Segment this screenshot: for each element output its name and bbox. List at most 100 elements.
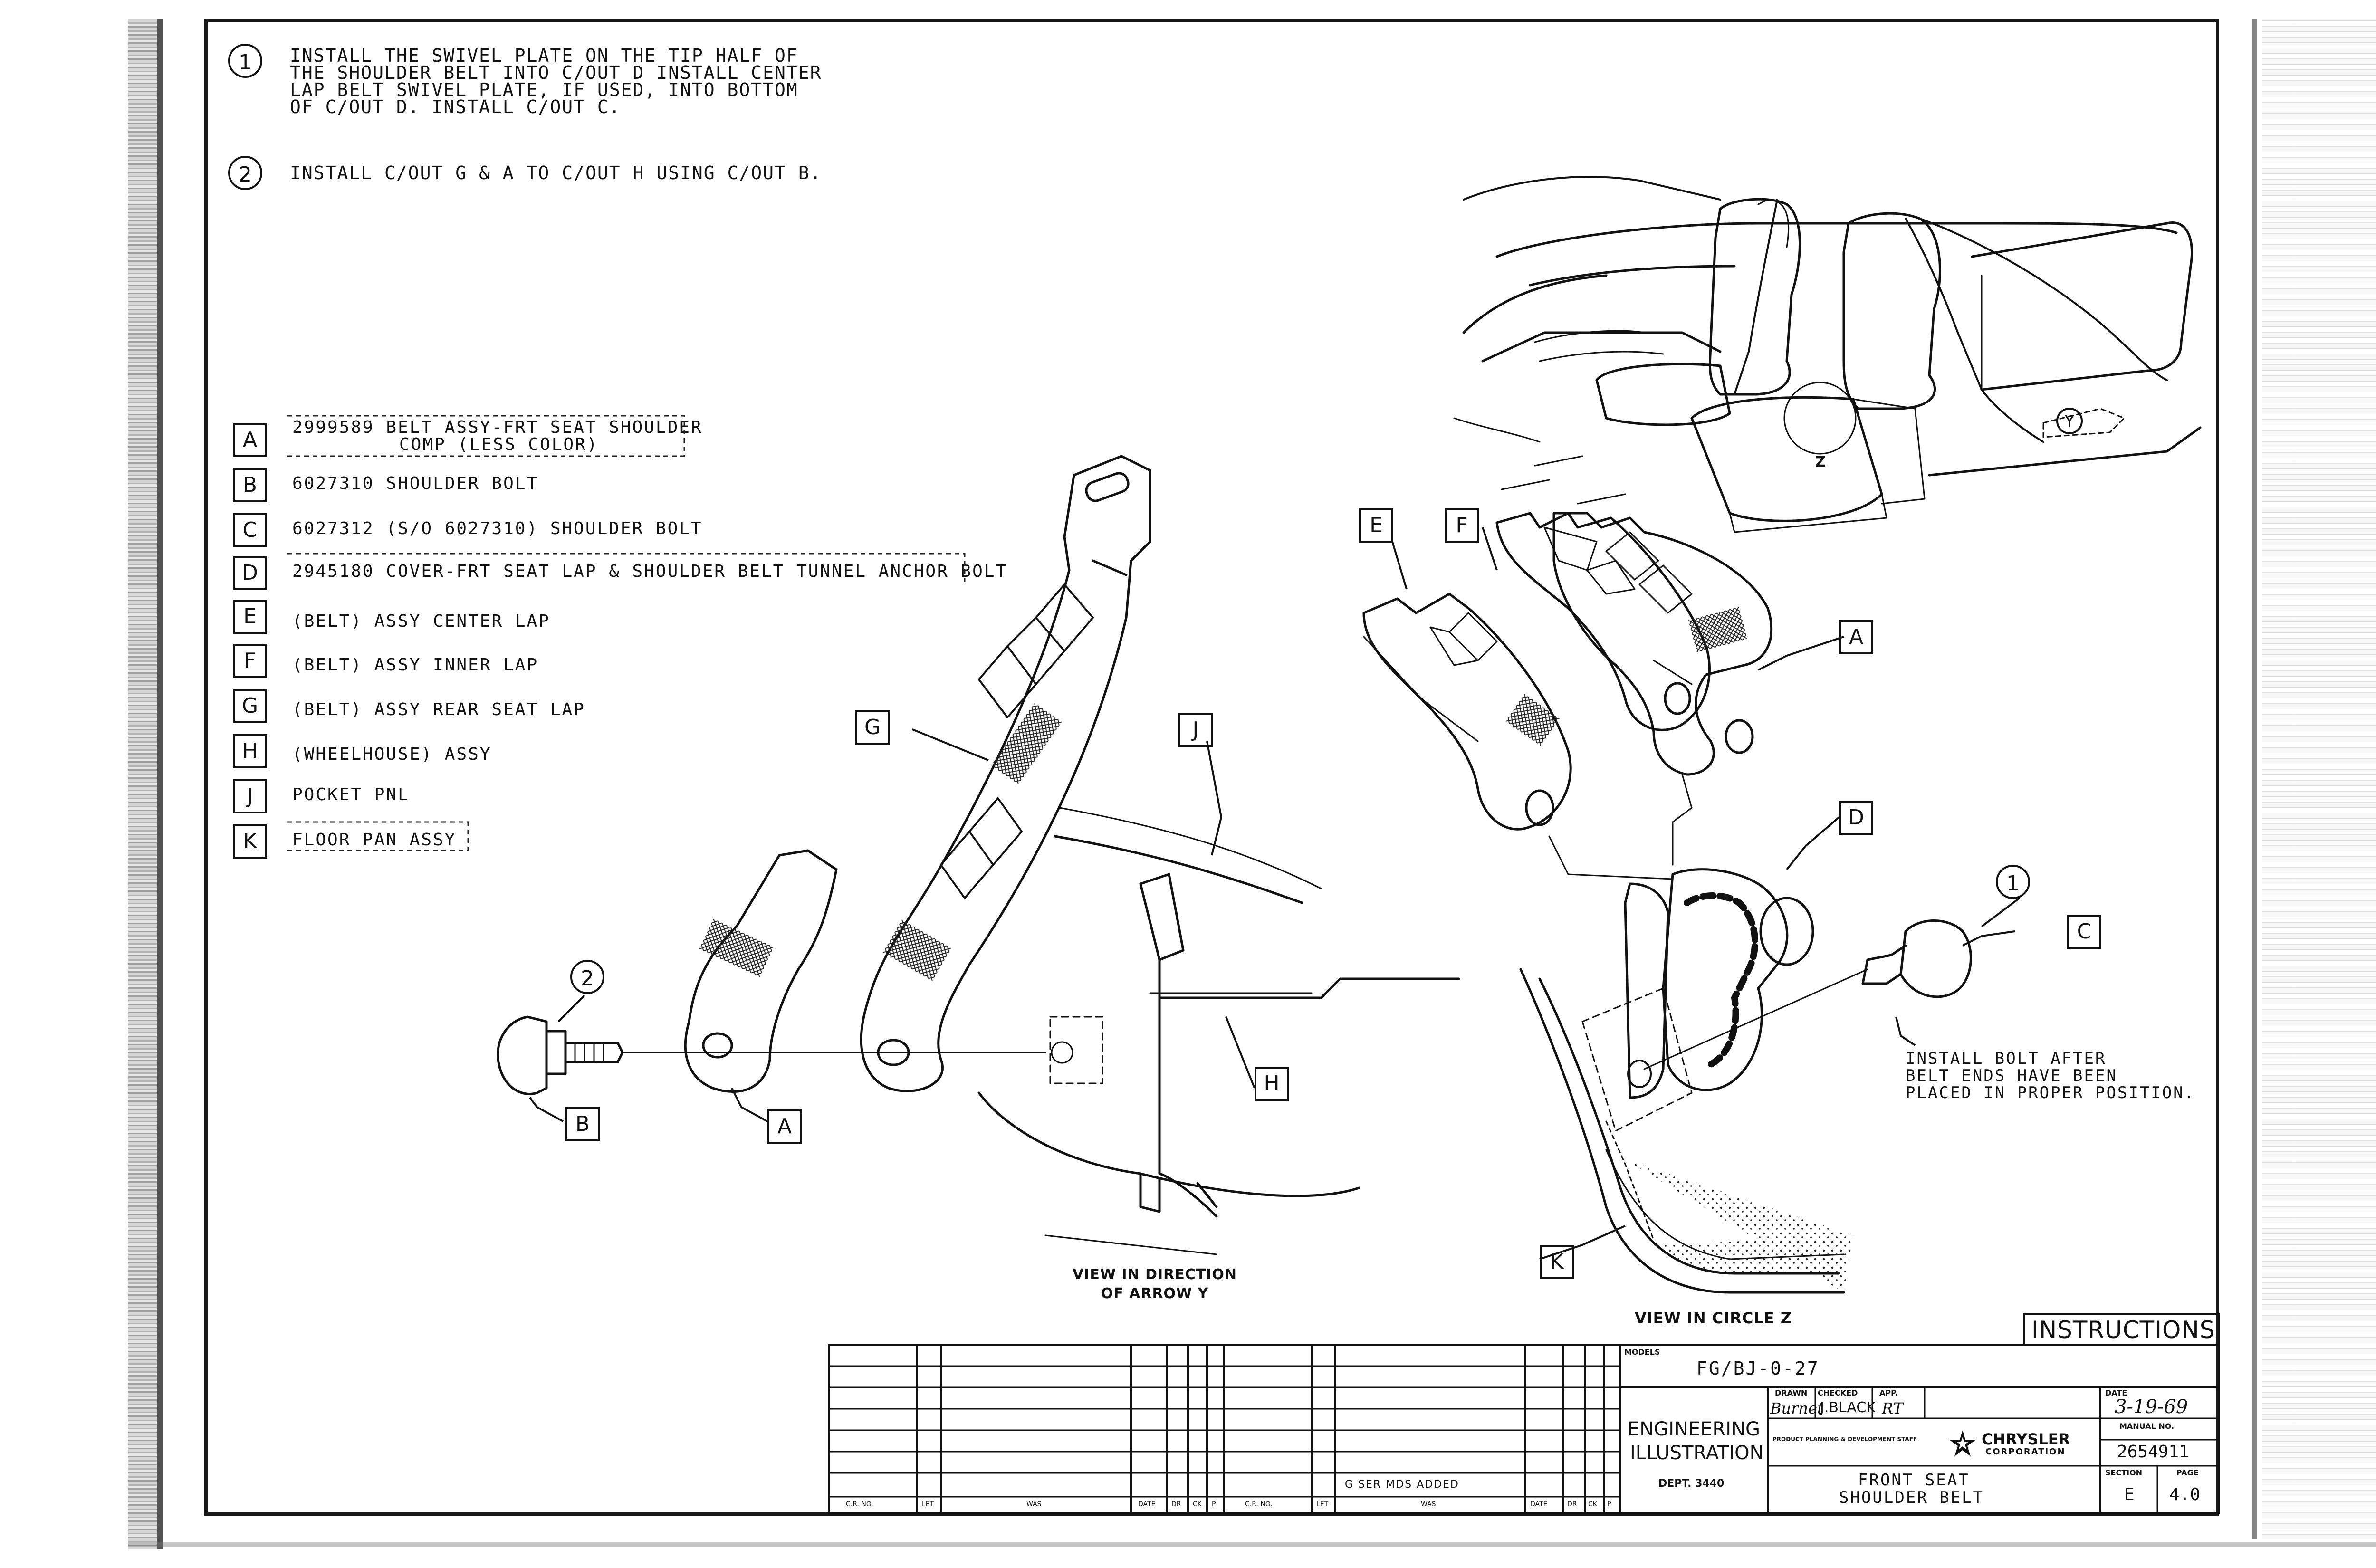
- callout-f: F: [1445, 508, 1479, 543]
- part-letter-f: F: [233, 644, 267, 678]
- checked-label: CHECKED: [1818, 1388, 1858, 1397]
- rev-header: DATE: [1530, 1501, 1548, 1508]
- app-label: APP.: [1879, 1388, 1898, 1397]
- part-e-text: (BELT) ASSY CENTER LAP: [292, 612, 550, 631]
- note-2-circle: 2: [228, 156, 262, 190]
- models-value: FG/BJ-0-27: [1696, 1358, 1820, 1379]
- part-letter-a: A: [233, 423, 267, 457]
- callout-d: D: [1839, 801, 1873, 835]
- rev-header: DR: [1171, 1501, 1181, 1508]
- note-1-line-3: LAP BELT SWIVEL PLATE, IF USED, INTO BOT…: [290, 79, 798, 100]
- scan-edge-left: [128, 19, 157, 1549]
- rev-header: P: [1212, 1501, 1216, 1508]
- note-2-line-1: INSTALL C/OUT G & A TO C/OUT H USING C/O…: [290, 163, 822, 183]
- engineering-label: ENGINEERING: [1628, 1418, 1760, 1440]
- part-letter-b: B: [233, 468, 267, 502]
- part-b-text: 6027310 SHOULDER BOLT: [292, 474, 539, 493]
- manual-value: 2654911: [2117, 1442, 2189, 1462]
- callout-b: B: [565, 1107, 600, 1141]
- rev-header: WAS: [1421, 1501, 1436, 1508]
- part-letter-k: K: [233, 824, 267, 859]
- part-c-text: 6027312 (S/O 6027310) SHOULDER BOLT: [292, 519, 703, 538]
- callout-k: K: [1540, 1245, 1574, 1279]
- install-note-2: BELT ENDS HAVE BEEN: [1906, 1066, 2117, 1085]
- callout-j: J: [1178, 713, 1213, 747]
- scan-edge-bottom: [128, 1542, 2376, 1547]
- section-value: E: [2124, 1485, 2135, 1504]
- note-1-line-1: INSTALL THE SWIVEL PLATE ON THE TIP HALF…: [290, 45, 798, 66]
- title-line-1: FRONT SEAT: [1858, 1471, 1970, 1490]
- part-h-text: (WHEELHOUSE) ASSY: [292, 745, 492, 764]
- view-z-caption: VIEW IN CIRCLE Z: [1635, 1309, 1792, 1327]
- scan-edge-right: [2262, 19, 2376, 1539]
- staff-label: PRODUCT PLANNING & DEVELOPMENT STAFF: [1772, 1436, 1917, 1443]
- rev-header: C.R. NO.: [1245, 1501, 1273, 1508]
- rev-header: C.R. NO.: [846, 1501, 873, 1508]
- rev-header: CK: [1588, 1501, 1597, 1508]
- revision-note: G SER MDS ADDED: [1345, 1479, 1459, 1491]
- chrysler-sub: CORPORATION: [1985, 1447, 2066, 1457]
- section-label: SECTION: [2105, 1468, 2143, 1477]
- part-letter-e: E: [233, 600, 267, 634]
- rev-header: DATE: [1138, 1501, 1156, 1508]
- callout-c: C: [2067, 915, 2101, 949]
- view-y-caption-1: VIEW IN DIRECTION: [1072, 1266, 1237, 1283]
- note-1-line-2: THE SHOULDER BELT INTO C/OUT D INSTALL C…: [290, 62, 822, 83]
- date-label: DATE: [2105, 1388, 2127, 1397]
- chrysler-star-icon: [1948, 1429, 1977, 1460]
- part-a-text-2: COMP (LESS COLOR): [399, 435, 599, 454]
- part-k-text: FLOOR PAN ASSY: [292, 830, 457, 850]
- models-label: MODELS: [1624, 1348, 1660, 1357]
- part-j-text: POCKET PNL: [292, 785, 410, 804]
- note-1-line-4: OF C/OUT D. INSTALL C/OUT C.: [290, 96, 621, 117]
- callout-1-circle: 1: [1996, 865, 2030, 899]
- callout-z-label: Z: [1815, 454, 1826, 470]
- callout-e: E: [1359, 508, 1393, 543]
- callout-a-right: A: [1839, 620, 1873, 654]
- date-value: 3-19-69: [2115, 1396, 2188, 1418]
- drawn-label: DRAWN: [1775, 1388, 1808, 1397]
- part-g-text: (BELT) ASSY REAR SEAT LAP: [292, 700, 585, 719]
- scan-edge-right-line: [2252, 19, 2257, 1539]
- manual-label: MANUAL NO.: [2119, 1422, 2175, 1431]
- rev-header: CK: [1193, 1501, 1202, 1508]
- note-1-circle: 1: [228, 44, 262, 78]
- install-note-1: INSTALL BOLT AFTER: [1906, 1049, 2107, 1068]
- app-value: RT: [1882, 1399, 1903, 1417]
- part-letter-c: C: [233, 513, 267, 547]
- install-note-3: PLACED IN PROPER POSITION.: [1906, 1083, 2196, 1102]
- rev-header: WAS: [1026, 1501, 1042, 1508]
- checked-value: J.BLACK: [1820, 1399, 1876, 1416]
- rev-header: P: [1607, 1501, 1611, 1508]
- part-f-text: (BELT) ASSY INNER LAP: [292, 655, 539, 675]
- rev-header: DR: [1567, 1501, 1577, 1508]
- callout-y-circle: Y: [2056, 408, 2083, 434]
- drawn-value: Burnet: [1770, 1399, 1823, 1417]
- part-letter-d: D: [233, 556, 267, 590]
- part-letter-h: H: [233, 734, 267, 768]
- view-y-caption-2: OF ARROW Y: [1101, 1285, 1209, 1302]
- page-value: 4.0: [2169, 1485, 2201, 1504]
- rev-header: LET: [1316, 1501, 1329, 1508]
- callout-g: G: [855, 710, 890, 745]
- callout-2-circle: 2: [570, 960, 604, 994]
- part-a-text: 2999589 BELT ASSY-FRT SEAT SHOULDER: [292, 418, 703, 437]
- instructions-label: INSTRUCTIONS: [2031, 1316, 2215, 1344]
- page-label: PAGE: [2176, 1468, 2199, 1477]
- scan-edge-left-line: [157, 19, 163, 1549]
- dept-label: DEPT. 3440: [1658, 1478, 1725, 1490]
- illustration-label: ILLUSTRATION: [1630, 1442, 1764, 1464]
- callout-h: H: [1255, 1067, 1289, 1101]
- part-letter-j: J: [233, 779, 267, 813]
- callout-a-left: A: [767, 1109, 802, 1144]
- rev-header: LET: [922, 1501, 934, 1508]
- chrysler-brand: CHRYSLER: [1982, 1430, 2070, 1448]
- part-d-text: 2945180 COVER-FRT SEAT LAP & SHOULDER BE…: [292, 562, 1008, 581]
- part-letter-g: G: [233, 689, 267, 723]
- title-line-2: SHOULDER BELT: [1839, 1488, 1984, 1507]
